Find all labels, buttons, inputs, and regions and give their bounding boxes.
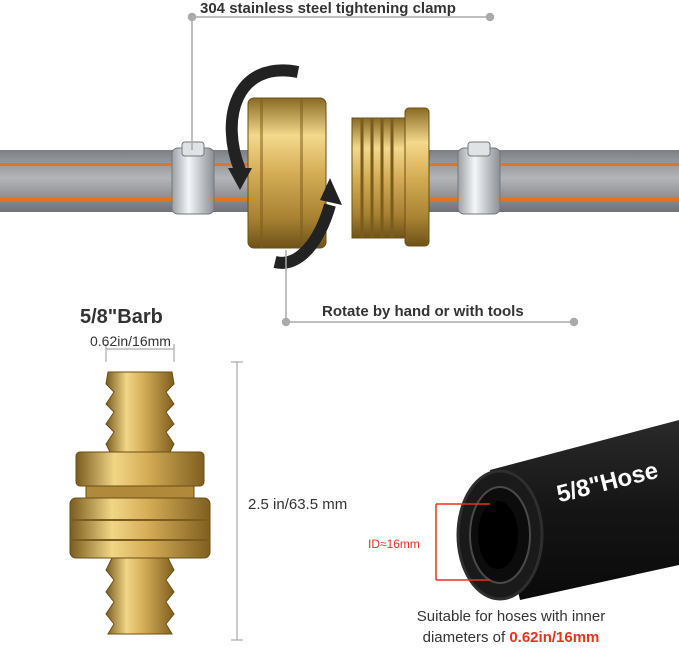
barbed-connector	[69, 371, 211, 635]
clamp-right	[457, 141, 501, 215]
barb-width-dimension	[105, 344, 175, 362]
length-dimension	[231, 361, 243, 641]
id-label: ID≈16mm	[368, 537, 420, 551]
barb-title: 5/8"Barb	[80, 306, 163, 328]
rotate-callout-label: Rotate by hand or with tools	[322, 303, 524, 320]
length-label: 2.5 in/63.5 mm	[248, 496, 348, 513]
female-hex-nut	[247, 97, 327, 249]
callout-line-clamp	[187, 12, 495, 150]
clamp-callout-label: 304 stainless steel tightening clamp	[200, 0, 456, 17]
id-dimension	[435, 503, 490, 581]
black-hose	[456, 420, 679, 601]
clamp-left	[171, 141, 215, 215]
suitable-line2: diameters of 0.62in/16mm	[376, 627, 646, 648]
barb-size-label: 0.62in/16mm	[90, 333, 171, 349]
suitable-line1: Suitable for hoses with inner	[416, 608, 606, 625]
male-threaded-connector	[351, 107, 430, 247]
callout-line-rotate	[281, 250, 579, 327]
suitable-value: 0.62in/16mm	[509, 629, 600, 646]
rotate-arrow-icon	[225, 64, 342, 269]
hose-left	[0, 150, 270, 212]
suitable-prefix: diameters of	[422, 629, 510, 646]
suitable-text: Suitable for hoses with inner diameters …	[376, 606, 646, 648]
